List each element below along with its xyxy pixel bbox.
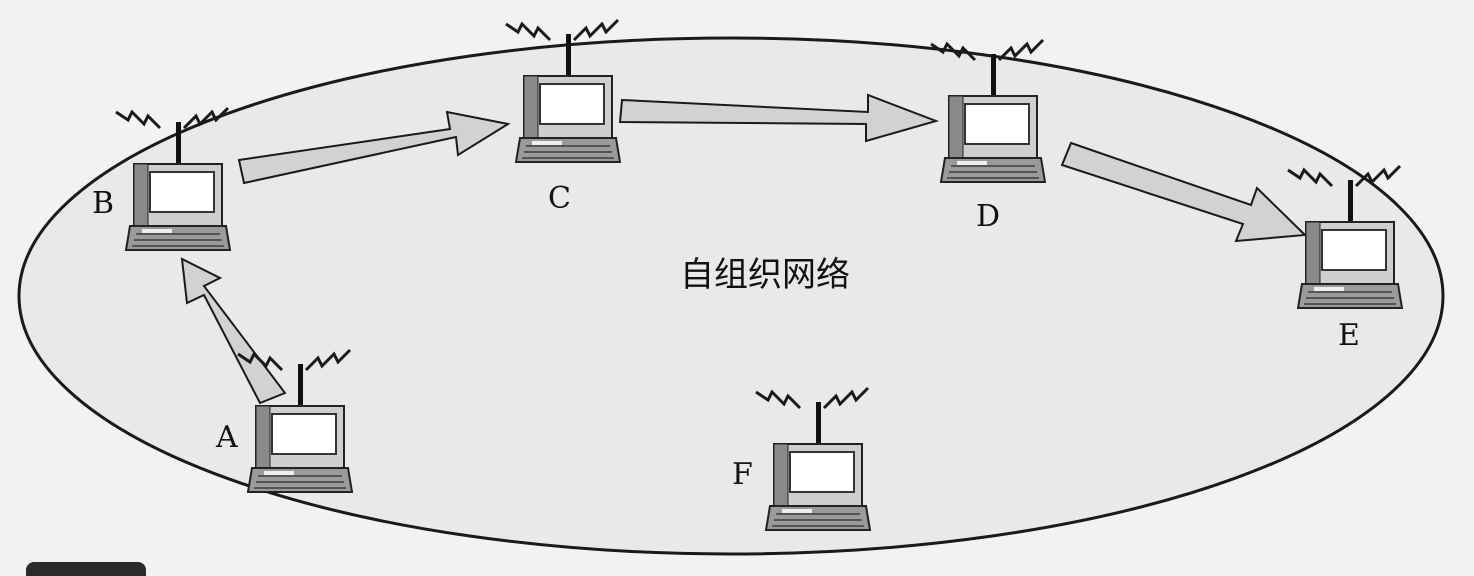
corner-tab <box>26 562 146 576</box>
node-label-a: A <box>215 420 238 455</box>
arrow-c-to-d <box>618 93 940 143</box>
node-label-d: D <box>976 199 1000 234</box>
node-label-c: C <box>548 181 571 216</box>
node-label-e: E <box>1338 318 1360 353</box>
node-label-b: B <box>92 186 114 221</box>
arrow-b-to-c <box>237 110 511 185</box>
arrow-a-to-b <box>180 257 287 405</box>
network-title: 自组织网络 <box>680 255 850 295</box>
arrow-d-to-e <box>1060 141 1308 243</box>
node-label-f: F <box>732 457 753 492</box>
